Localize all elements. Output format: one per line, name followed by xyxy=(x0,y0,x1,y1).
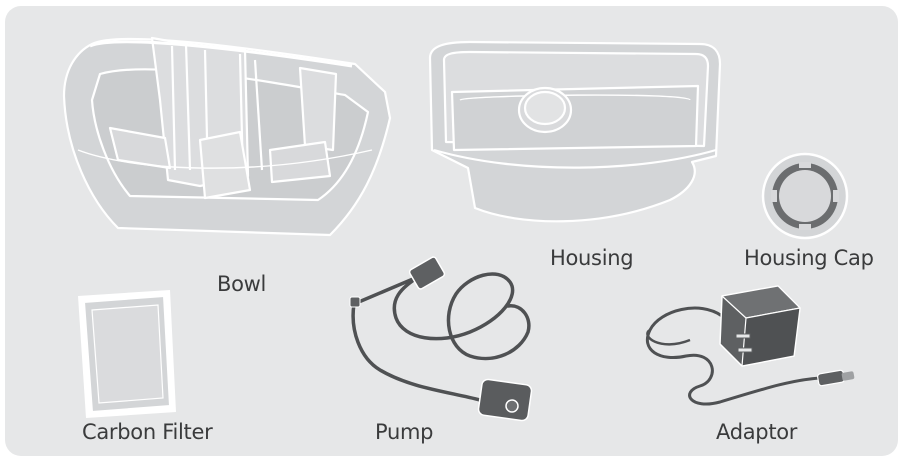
bowl-label: Bowl xyxy=(217,272,266,296)
housing-cap-label: Housing Cap xyxy=(744,246,874,270)
carbon-filter-label: Carbon Filter xyxy=(82,420,212,444)
housing-cap-image xyxy=(763,154,847,238)
pump-image xyxy=(350,256,532,421)
bowl-image xyxy=(64,38,390,235)
adaptor-label: Adaptor xyxy=(716,420,797,444)
pump-label: Pump xyxy=(375,420,433,444)
housing-label: Housing xyxy=(550,246,633,270)
housing-image xyxy=(430,42,720,221)
carbon-filter-image xyxy=(78,290,176,418)
adaptor-image xyxy=(647,286,854,404)
